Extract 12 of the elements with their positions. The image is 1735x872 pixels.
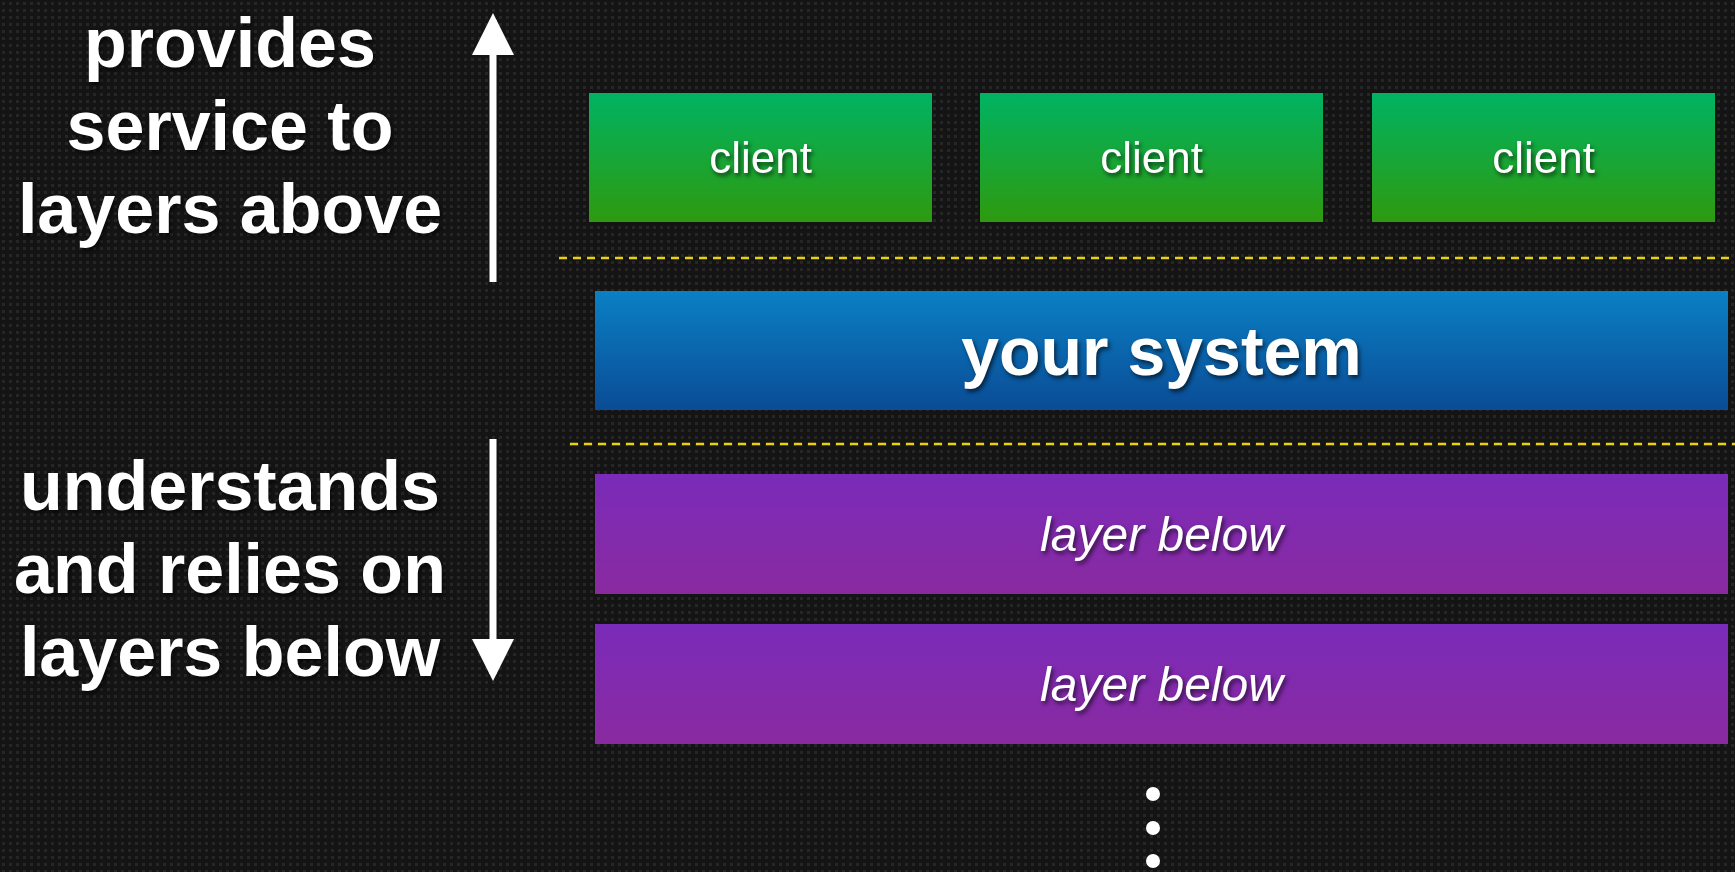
node-label: client <box>709 132 812 183</box>
side-note: understands and relies on layers below <box>13 446 447 693</box>
layer-box <box>595 624 1728 744</box>
node-label: client <box>1492 132 1595 183</box>
layer-box <box>595 474 1728 594</box>
system-box <box>595 291 1728 410</box>
side-note: provides service to layers above <box>16 3 444 250</box>
node-label: your system <box>961 311 1362 390</box>
client-box <box>589 93 932 222</box>
client-box <box>1372 93 1715 222</box>
node-label: client <box>1100 132 1203 183</box>
client-box <box>980 93 1323 222</box>
